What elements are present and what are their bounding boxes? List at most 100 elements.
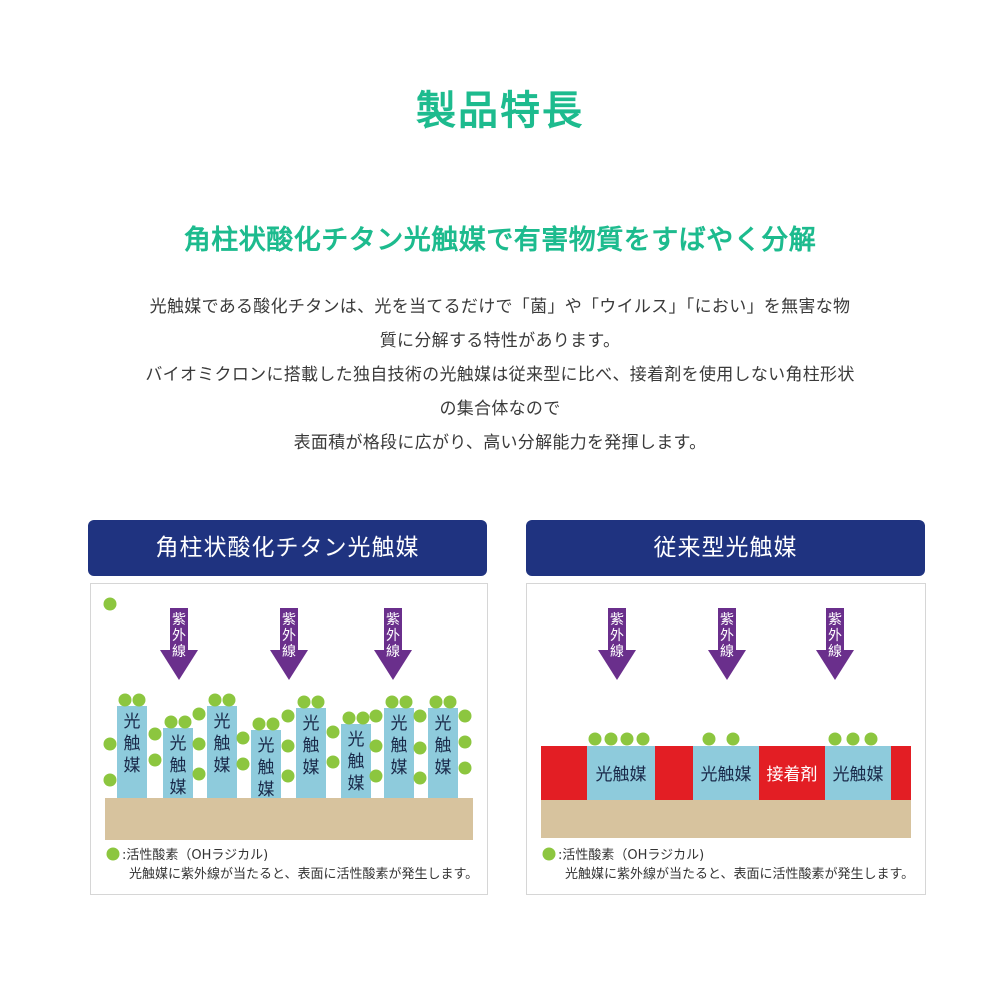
conventional-catalyst-header: 従来型光触媒 xyxy=(526,520,925,576)
substrate-base xyxy=(105,798,473,840)
active-oxygen-dot xyxy=(369,769,383,783)
active-oxygen-dot xyxy=(281,709,295,723)
description: 光触媒である酸化チタンは、光を当てるだけで「菌」や「ウイルス」「におい」を無害な… xyxy=(40,290,960,460)
active-oxygen-dot xyxy=(103,737,117,751)
uv-arrow-head xyxy=(708,650,746,680)
active-oxygen-dot xyxy=(252,717,266,731)
uv-arrow-head xyxy=(598,650,636,680)
legend-label: :活性酸素（OHラジカル) xyxy=(122,848,268,863)
active-oxygen-dot xyxy=(236,757,250,771)
catalyst-label: 光触媒 xyxy=(348,730,365,794)
columnar-catalyst-header: 角柱状酸化チタン光触媒 xyxy=(88,520,487,576)
catalyst-column xyxy=(251,730,281,798)
description-line: 表面積が格段に広がり、高い分解能力を発揮します。 xyxy=(293,433,707,453)
catalyst-label: 光触媒 xyxy=(303,714,320,778)
uv-arrow-head xyxy=(816,650,854,680)
uv-label: 紫外線 xyxy=(720,612,734,660)
active-oxygen-dot xyxy=(164,715,178,729)
section-subtitle: 角柱状酸化チタン光触媒で有害物質をすばやく分解 xyxy=(183,225,817,256)
active-oxygen-dot xyxy=(103,597,117,611)
uv-label: 紫外線 xyxy=(282,612,296,660)
catalyst-column xyxy=(117,706,147,798)
active-oxygen-dot xyxy=(326,725,340,739)
catalyst-column xyxy=(341,724,371,798)
uv-arrow-shaft xyxy=(384,608,402,652)
catalyst-label: 光触媒 xyxy=(701,765,752,785)
catalyst-label: 光触媒 xyxy=(124,712,141,776)
uv-label: 紫外線 xyxy=(610,612,624,660)
substrate-base xyxy=(541,800,911,838)
active-oxygen-dot xyxy=(458,761,472,775)
active-oxygen-dot xyxy=(828,732,842,746)
active-oxygen-dot xyxy=(864,732,878,746)
catalyst-label: 光触媒 xyxy=(391,714,408,778)
conventional-catalyst-diagram: 紫外線紫外線紫外線光触媒光触媒光触媒接着剤:活性酸素（OHラジカル)光触媒に紫外… xyxy=(526,583,926,895)
active-oxygen-dot xyxy=(369,739,383,753)
conventional-catalyst-svg: 紫外線紫外線紫外線光触媒光触媒光触媒接着剤:活性酸素（OHラジカル)光触媒に紫外… xyxy=(541,608,914,882)
active-oxygen-dot xyxy=(148,753,162,767)
active-oxygen-dot xyxy=(281,769,295,783)
uv-arrow-head xyxy=(160,650,198,680)
active-oxygen-dot xyxy=(542,847,556,861)
uv-arrow-shaft xyxy=(826,608,844,652)
uv-arrow-shaft xyxy=(608,608,626,652)
catalyst-block xyxy=(587,746,655,800)
active-oxygen-dot xyxy=(604,732,618,746)
active-oxygen-dot xyxy=(222,693,236,707)
adhesive-label: 接着剤 xyxy=(767,765,818,785)
catalyst-label: 光触媒 xyxy=(833,765,884,785)
active-oxygen-dot xyxy=(281,739,295,753)
uv-label: 紫外線 xyxy=(828,612,842,660)
legend-label: :活性酸素（OHラジカル) xyxy=(558,848,704,863)
active-oxygen-dot xyxy=(192,707,206,721)
active-oxygen-dot xyxy=(297,695,311,709)
active-oxygen-dot xyxy=(413,741,427,755)
active-oxygen-dot xyxy=(356,711,370,725)
legend-note: 光触媒に紫外線が当たると、表面に活性酸素が発生します。 xyxy=(129,866,478,882)
active-oxygen-dot xyxy=(106,847,120,861)
active-oxygen-dot xyxy=(342,711,356,725)
columnar-catalyst-diagram: 紫外線紫外線紫外線光触媒光触媒光触媒光触媒光触媒光触媒光触媒光触媒:活性酸素（O… xyxy=(90,583,488,895)
active-oxygen-dot xyxy=(178,715,192,729)
active-oxygen-dot xyxy=(413,771,427,785)
catalyst-column xyxy=(428,708,458,798)
active-oxygen-dot xyxy=(369,709,383,723)
uv-label: 紫外線 xyxy=(386,612,400,660)
uv-label: 紫外線 xyxy=(172,612,186,660)
active-oxygen-dot xyxy=(326,755,340,769)
active-oxygen-dot xyxy=(132,693,146,707)
catalyst-label: 光触媒 xyxy=(435,714,452,778)
description-line: バイオミクロンに搭載した独自技術の光触媒は従来型に比べ、接着剤を使用しない角柱形… xyxy=(145,365,855,385)
active-oxygen-dot xyxy=(620,732,634,746)
page-title: 製品特長 xyxy=(416,88,584,134)
uv-arrow-shaft xyxy=(280,608,298,652)
active-oxygen-dot xyxy=(385,695,399,709)
active-oxygen-dot xyxy=(702,732,716,746)
catalyst-label: 光触媒 xyxy=(596,765,647,785)
active-oxygen-dot xyxy=(399,695,413,709)
columnar-catalyst-svg: 紫外線紫外線紫外線光触媒光触媒光触媒光触媒光触媒光触媒光触媒光触媒:活性酸素（O… xyxy=(103,597,478,882)
active-oxygen-dot xyxy=(413,709,427,723)
active-oxygen-dot xyxy=(208,693,222,707)
description-line: 光触媒である酸化チタンは、光を当てるだけで「菌」や「ウイルス」「におい」を無害な… xyxy=(149,297,851,317)
active-oxygen-dot xyxy=(458,709,472,723)
active-oxygen-dot xyxy=(148,727,162,741)
uv-arrow-shaft xyxy=(170,608,188,652)
active-oxygen-dot xyxy=(192,767,206,781)
active-oxygen-dot xyxy=(266,717,280,731)
active-oxygen-dot xyxy=(192,737,206,751)
active-oxygen-dot xyxy=(458,735,472,749)
active-oxygen-dot xyxy=(311,695,325,709)
uv-arrow-shaft xyxy=(718,608,736,652)
catalyst-column xyxy=(296,708,326,798)
catalyst-column xyxy=(207,706,237,798)
catalyst-label: 光触媒 xyxy=(170,734,187,798)
catalyst-column xyxy=(384,708,414,798)
active-oxygen-dot xyxy=(443,695,457,709)
active-oxygen-dot xyxy=(846,732,860,746)
description-line: の集合体なので xyxy=(439,399,561,419)
catalyst-column xyxy=(163,728,193,798)
active-oxygen-dot xyxy=(726,732,740,746)
catalyst-block xyxy=(825,746,891,800)
catalyst-block xyxy=(693,746,759,800)
